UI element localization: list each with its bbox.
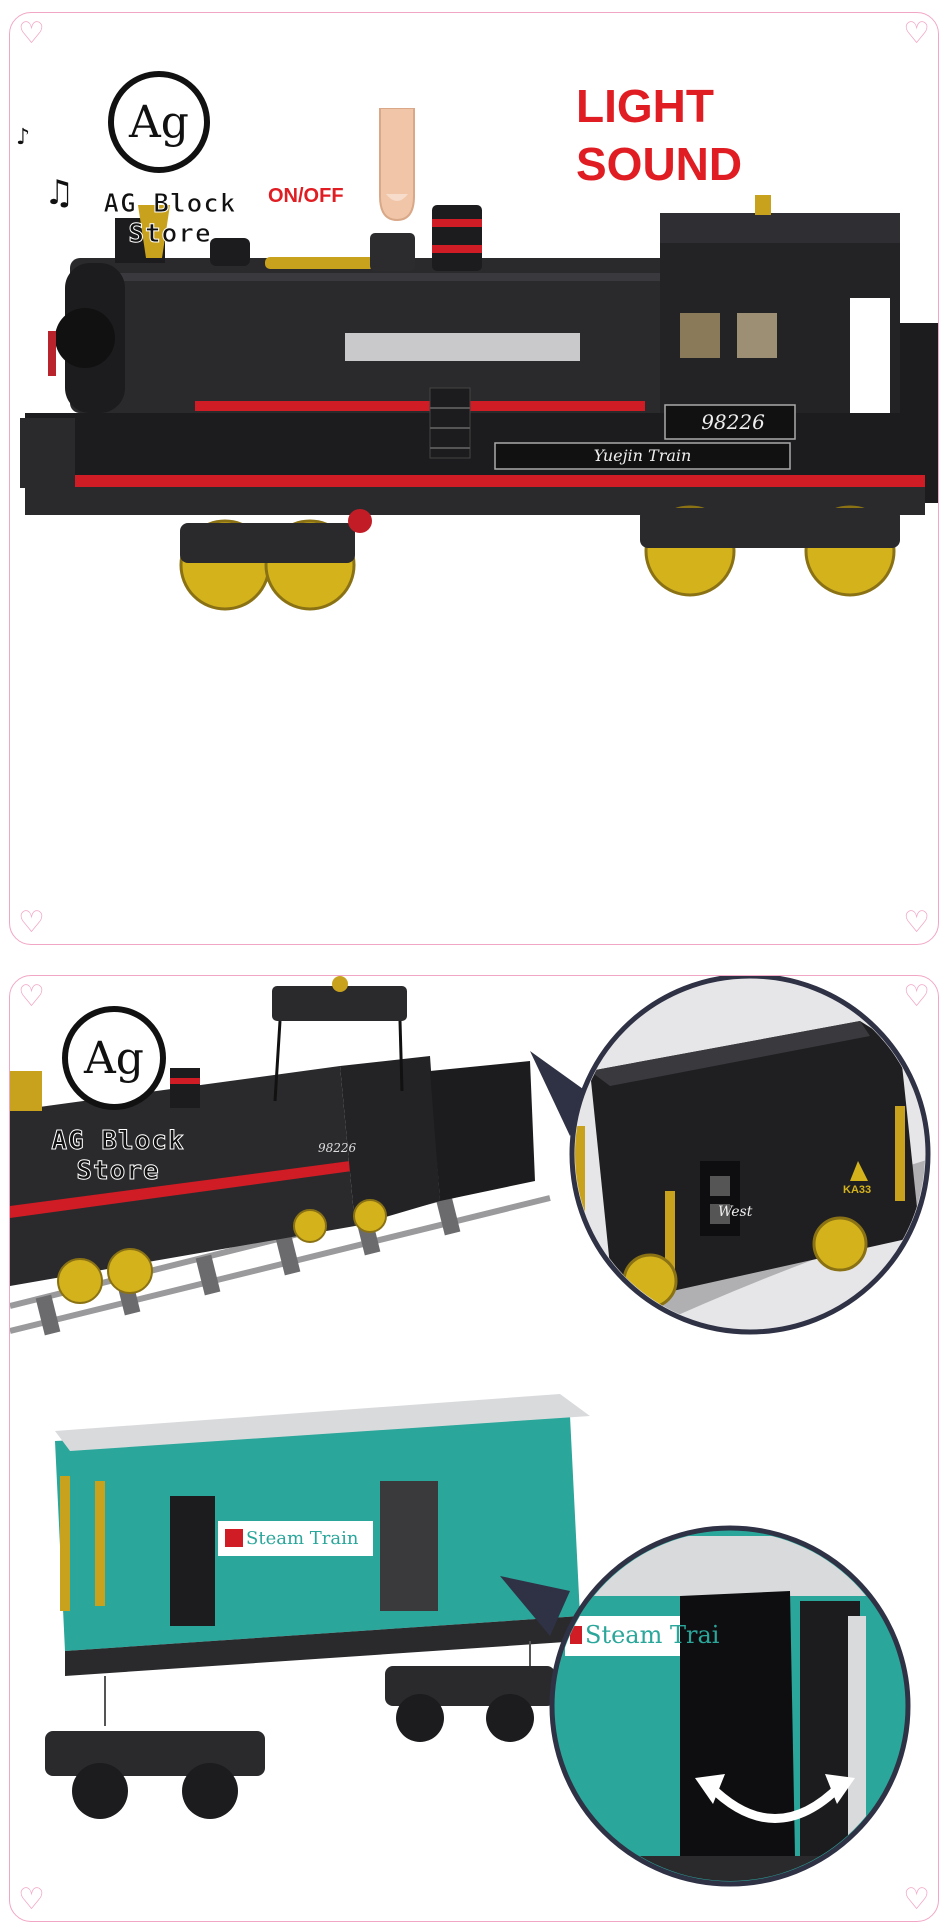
feature-panel-cars: ♡ ♡ ♡ ♡ [9, 975, 939, 1922]
brand-name-line2: Store [128, 219, 212, 250]
tender-code: KA33 [843, 1184, 872, 1196]
feature-panel-light-sound: ♡ ♡ ♡ ♡ [9, 12, 939, 945]
brand-name: AG Block Store [80, 189, 260, 250]
brand-logo: Ag [62, 1006, 166, 1110]
locomotive-side-view [20, 195, 938, 611]
brand-logo-mark: Ag [84, 1032, 144, 1084]
on-off-label: ON/OFF [268, 185, 344, 207]
heart-icon: ♡ [18, 16, 45, 51]
boxcar-zoom-label: Steam Trai [585, 1621, 720, 1649]
heart-icon: ♡ [903, 979, 930, 1014]
brand-name-line1: AG Block [51, 1126, 185, 1157]
music-note-icon: ♫ [44, 173, 75, 213]
brand-name: AG Block Store [28, 1126, 208, 1187]
locomotive-number-plate: 98226 [318, 1141, 357, 1155]
locomotive-number-plate: 98226 [701, 410, 765, 434]
heart-icon: ♡ [903, 905, 930, 940]
pointing-finger-icon [379, 108, 415, 222]
brand-logo: Ag [108, 71, 210, 173]
brand-name-line2: Store [76, 1156, 160, 1187]
boxcar-label: Steam Train [246, 1528, 359, 1549]
feature-sound-label: SOUND [576, 138, 743, 190]
brand-name-line1: AG Block [103, 189, 237, 220]
heart-icon: ♡ [18, 905, 45, 940]
heart-icon: ♡ [18, 979, 45, 1014]
music-note-icon: ♪ [16, 125, 31, 150]
heart-icon: ♡ [903, 16, 930, 51]
brand-logo-mark: Ag [129, 96, 189, 148]
heart-icon: ♡ [18, 1882, 45, 1917]
heart-icon: ♡ [903, 1882, 930, 1917]
train-set-scene [10, 976, 931, 1887]
feature-light-label: LIGHT [576, 80, 714, 132]
curved-arrow-icon [695, 1774, 855, 1823]
locomotive-name-plate: Yuejin Train [593, 446, 692, 465]
tender-badge: West [718, 1204, 753, 1220]
